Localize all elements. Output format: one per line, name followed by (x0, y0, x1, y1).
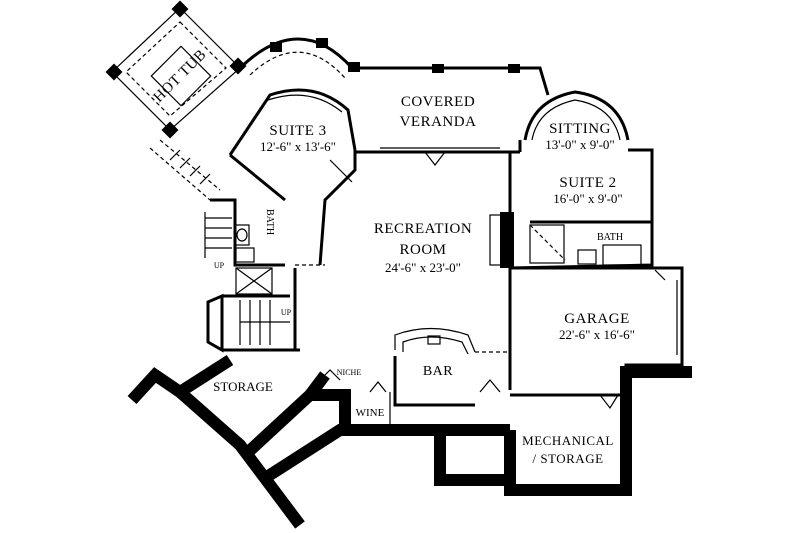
sitting-name: SITTING (549, 121, 611, 137)
bath-right-label: BATH (597, 232, 623, 243)
storage-label: STORAGE (213, 379, 273, 394)
suite3-walls (228, 88, 520, 266)
covered-veranda-label-1: COVERED (401, 94, 475, 110)
garage-name: GARAGE (564, 311, 630, 327)
recreation-walls (293, 264, 512, 431)
suite2-walls (489, 90, 654, 270)
recreation-name-1: RECREATION (374, 221, 472, 237)
foundation-walls (127, 354, 692, 529)
suite2-name: SUITE 2 (559, 175, 616, 191)
sitting-dims: 13'-0" x 9'-0" (545, 137, 614, 152)
wine-label: WINE (356, 407, 385, 419)
mechanical-label-2: / STORAGE (532, 451, 603, 466)
bar-label: BAR (423, 364, 453, 379)
lower-stair (206, 293, 300, 353)
room-labels: HOT TUB COVERED VERANDA SUITE 3 12'-6" x… (151, 47, 635, 466)
hot-tub-label: HOT TUB (151, 47, 210, 106)
suite3-name: SUITE 3 (269, 123, 326, 139)
up-label-upper: UP (281, 308, 292, 317)
bath-left-label: BATH (264, 209, 275, 235)
recreation-name-2: ROOM (399, 242, 446, 258)
garage-dims: 22'-6" x 16'-6" (559, 327, 635, 342)
covered-veranda-label-2: VERANDA (400, 114, 477, 130)
suite3-dims: 12'-6" x 13'-6" (260, 139, 336, 154)
mechanical-label-1: MECHANICAL (522, 433, 614, 448)
up-label-lower: UP (214, 261, 225, 270)
garage-walls (479, 266, 684, 410)
recreation-dims: 24'-6" x 23'-0" (385, 260, 461, 275)
exterior-stair (149, 139, 221, 201)
suite2-dims: 16'-0" x 9'-0" (553, 191, 622, 206)
hot-tub-deck (105, 0, 247, 139)
covered-veranda-outline (238, 37, 550, 96)
niche-label: NICHE (337, 368, 362, 377)
left-bath-stair (204, 198, 285, 295)
